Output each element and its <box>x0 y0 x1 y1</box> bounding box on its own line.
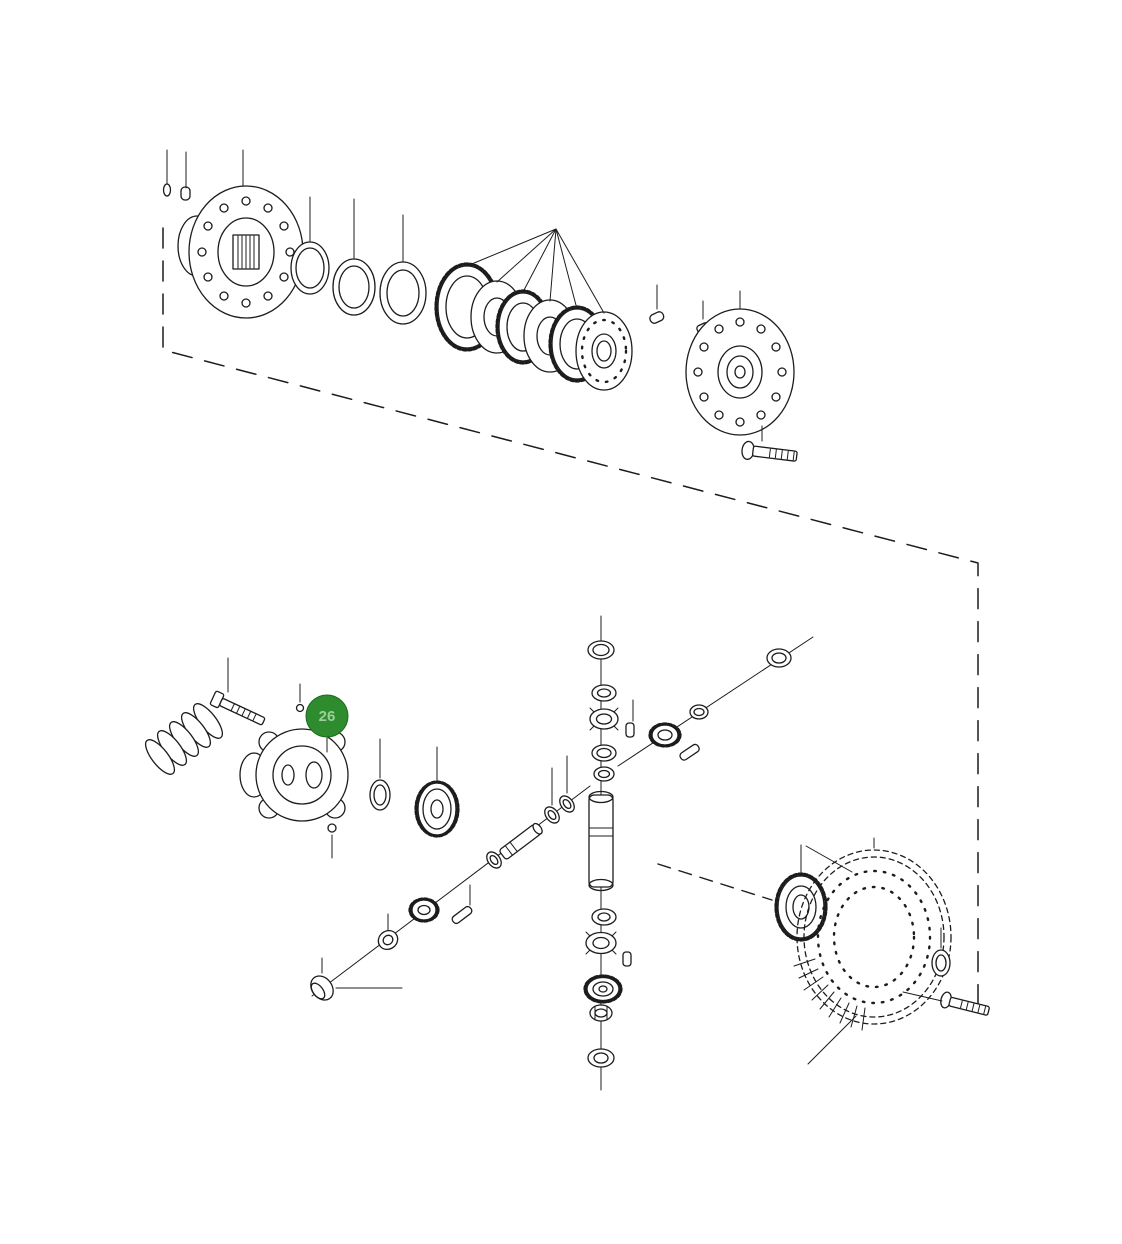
part-ring-1 <box>591 744 617 762</box>
part-diff-case-flange <box>177 185 304 319</box>
axis-lines <box>311 615 814 1091</box>
part-lock-nut <box>589 1004 613 1022</box>
part-adjuster-bolt <box>209 690 266 726</box>
part-ring-gear-bolt <box>940 991 990 1016</box>
part-shim-ring-2 <box>332 258 376 316</box>
clutch-disc-6 <box>575 311 633 391</box>
part-center-stack <box>583 640 632 1068</box>
part-case-half-flange <box>685 308 795 436</box>
part-roll-pin <box>162 183 172 197</box>
part-washer-bottom <box>587 1048 615 1068</box>
part-cross-shaft <box>499 822 543 860</box>
part-lock-clip <box>180 186 191 201</box>
part-nut-small <box>689 704 709 720</box>
part-flange-bolt <box>741 440 798 462</box>
part-bearing-upper <box>589 707 619 731</box>
part-washer-small-1 <box>377 929 399 951</box>
boundary-dashes <box>162 227 979 1013</box>
part-shaft-washer-2 <box>544 806 560 824</box>
callout-26-badge[interactable]: 26 <box>305 694 349 738</box>
part-shaft-washer-1 <box>486 851 502 869</box>
part-drive-pinion <box>774 872 828 942</box>
part-clutch-pack <box>434 262 633 391</box>
part-bevel-gear-small <box>648 722 682 748</box>
part-bevel-gear-lower <box>583 974 623 1004</box>
part-upper-right-group <box>625 648 792 761</box>
part-roll-pin-2 <box>451 905 473 925</box>
part-shaft-washer-3 <box>559 795 575 813</box>
part-bearing-lower <box>585 931 617 955</box>
part-pinion-shaft <box>588 790 614 892</box>
part-detent-ball-lower <box>327 823 337 833</box>
ring-gear-teeth-hatch <box>793 958 866 1031</box>
part-end-cap <box>310 975 334 1001</box>
callout-number: 26 <box>319 708 336 725</box>
callout-circle-ring <box>305 694 349 738</box>
part-washer-right <box>931 949 951 977</box>
part-bevel-pinion-gear <box>414 780 460 838</box>
part-retainer-clip <box>649 311 665 324</box>
part-ring-2 <box>593 766 615 782</box>
part-ring-gear <box>793 849 952 1031</box>
part-pin-small <box>622 951 632 967</box>
callout-circle[interactable] <box>306 695 348 737</box>
part-spur-gear-small <box>408 897 440 923</box>
part-coil-spring <box>144 703 224 775</box>
part-shim-ring-3 <box>379 261 427 325</box>
part-snap-ring <box>587 640 615 660</box>
part-thrust-washer-left <box>369 779 391 811</box>
part-pin-tiny <box>625 722 635 738</box>
part-shim-ring-1 <box>290 241 330 295</box>
part-pin-diagonal <box>679 743 700 761</box>
leader-lines <box>166 149 943 1065</box>
part-ring-small <box>766 648 792 668</box>
part-washer-lower <box>591 908 617 926</box>
part-washer-upper <box>591 684 617 702</box>
part-detent-ball-upper <box>295 703 305 713</box>
part-carrier-housing <box>239 728 349 822</box>
